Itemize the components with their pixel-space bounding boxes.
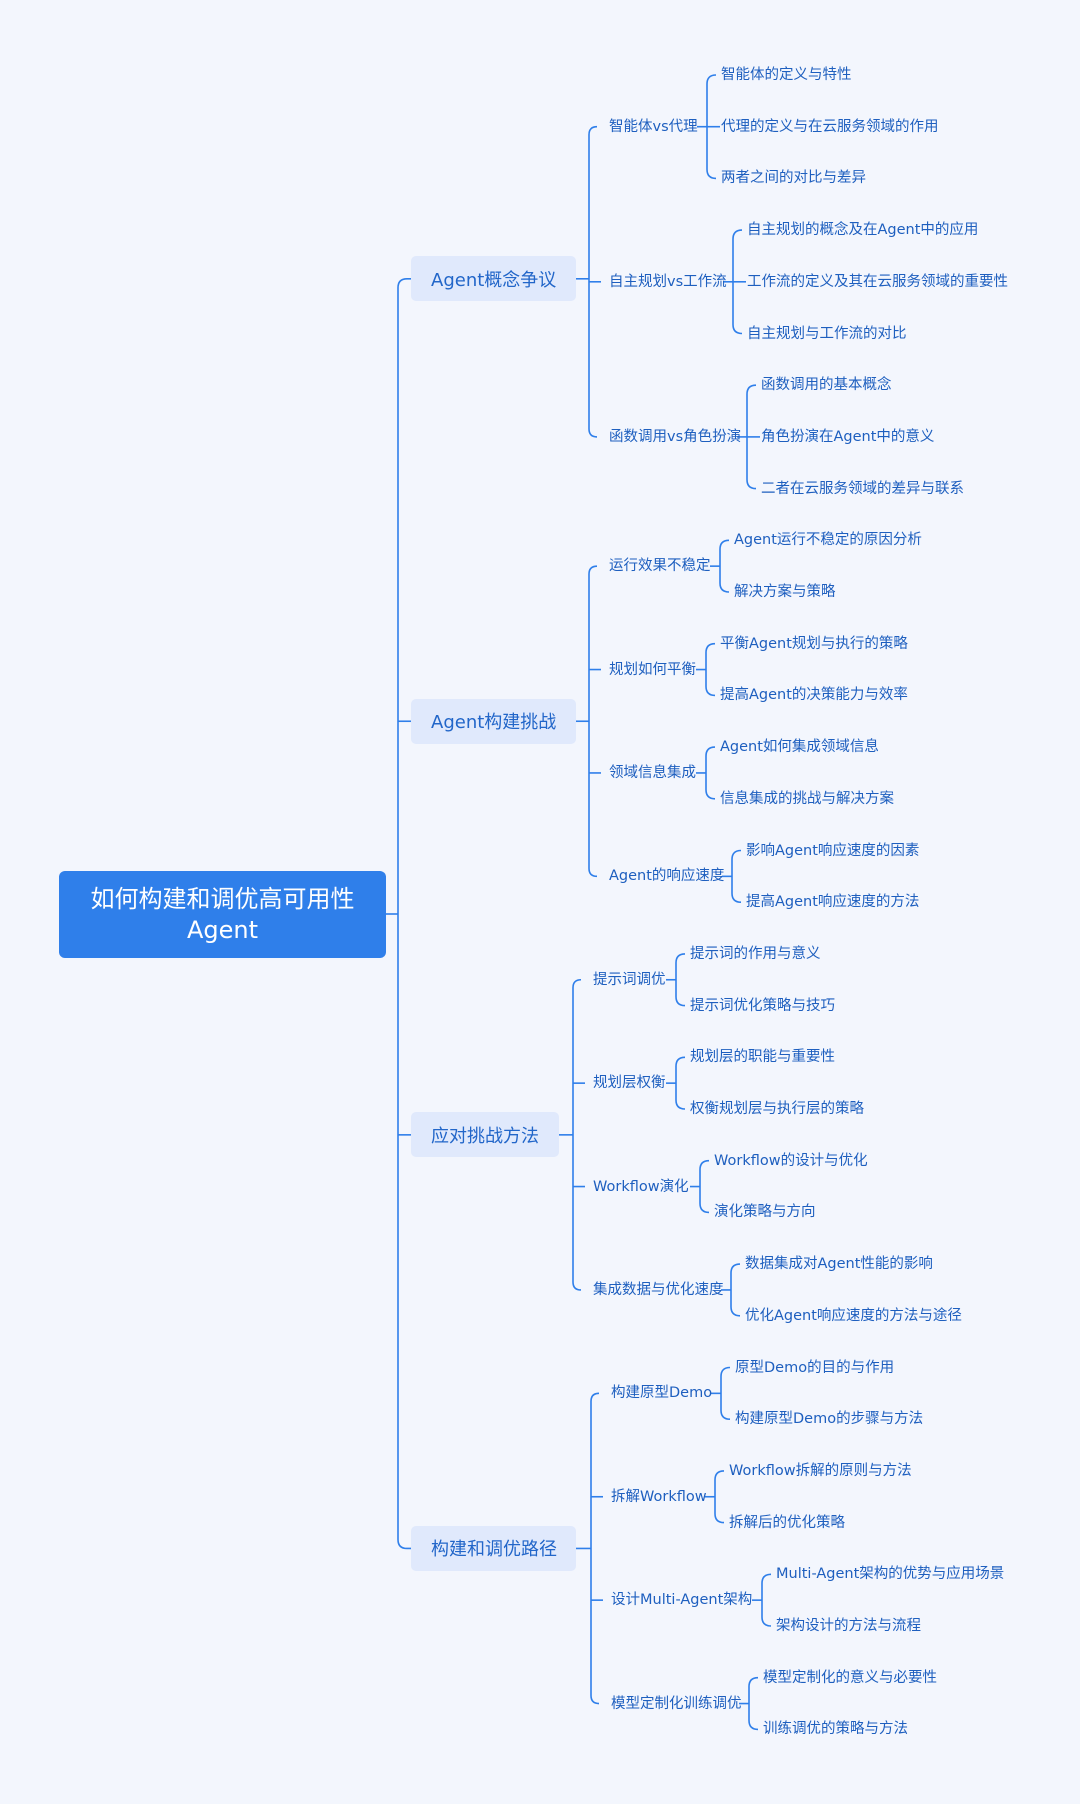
leaf-node[interactable]: Agent如何集成领域信息 bbox=[720, 739, 879, 756]
leaf-node[interactable]: 自主规划的概念及在Agent中的应用 bbox=[747, 222, 979, 239]
sub-topic-node[interactable]: 设计Multi-Agent架构 bbox=[611, 1592, 753, 1609]
sub-topic-node[interactable]: 构建原型Demo bbox=[611, 1385, 713, 1402]
leaf-node[interactable]: Multi-Agent架构的优势与应用场景 bbox=[776, 1566, 1005, 1583]
leaf-node[interactable]: 训练调优的策略与方法 bbox=[763, 1721, 908, 1738]
leaf-node[interactable]: 原型Demo的目的与作用 bbox=[735, 1359, 895, 1376]
branch-node[interactable]: 应对挑战方法 bbox=[411, 1112, 559, 1158]
leaf-node[interactable]: 自主规划与工作流的对比 bbox=[747, 325, 907, 342]
branch-node[interactable]: Agent概念争议 bbox=[411, 256, 576, 302]
sub-topic-node[interactable]: 函数调用vs角色扮演 bbox=[609, 428, 742, 445]
leaf-node[interactable]: 提示词的作用与意义 bbox=[690, 945, 821, 962]
leaf-node[interactable]: 影响Agent响应速度的因素 bbox=[746, 842, 920, 859]
sub-topic-node[interactable]: Agent的响应速度 bbox=[609, 868, 725, 885]
leaf-node[interactable]: Agent运行不稳定的原因分析 bbox=[734, 532, 922, 549]
branch-node[interactable]: 构建和调优路径 bbox=[411, 1525, 576, 1571]
sub-topic-node[interactable]: 集成数据与优化速度 bbox=[593, 1281, 724, 1298]
leaf-node[interactable]: 演化策略与方向 bbox=[714, 1204, 816, 1221]
leaf-node[interactable]: 智能体的定义与特性 bbox=[721, 67, 852, 83]
leaf-node[interactable]: 平衡Agent规划与执行的策略 bbox=[720, 635, 908, 652]
leaf-node[interactable]: 权衡规划层与执行层的策略 bbox=[690, 1101, 864, 1117]
leaf-node[interactable]: 信息集成的挑战与解决方案 bbox=[720, 790, 894, 807]
branch-node[interactable]: Agent构建挑战 bbox=[411, 698, 576, 744]
leaf-node[interactable]: 两者之间的对比与差异 bbox=[721, 170, 866, 187]
leaf-node[interactable]: 工作流的定义及其在云服务领域的重要性 bbox=[747, 273, 1008, 290]
leaf-node[interactable]: 架构设计的方法与流程 bbox=[776, 1618, 921, 1634]
leaf-node[interactable]: 优化Agent响应速度的方法与途径 bbox=[745, 1307, 962, 1324]
leaf-node[interactable]: 角色扮演在Agent中的意义 bbox=[761, 428, 935, 445]
sub-topic-node[interactable]: Workflow演化 bbox=[593, 1178, 689, 1195]
leaf-node[interactable]: 数据集成对Agent性能的影响 bbox=[745, 1256, 933, 1273]
leaf-node[interactable]: Workflow的设计与优化 bbox=[714, 1152, 868, 1169]
leaf-node[interactable]: 代理的定义与在云服务领域的作用 bbox=[721, 118, 939, 135]
root-node[interactable]: 如何构建和调优高可用性 Agent bbox=[59, 871, 386, 958]
sub-topic-node[interactable]: 智能体vs代理 bbox=[609, 118, 698, 135]
leaf-node[interactable]: 提高Agent响应速度的方法 bbox=[746, 894, 920, 911]
leaf-node[interactable]: 规划层的职能与重要性 bbox=[690, 1049, 835, 1066]
leaf-node[interactable]: 拆解后的优化策略 bbox=[729, 1514, 845, 1531]
sub-topic-node[interactable]: 规划层权衡 bbox=[593, 1075, 666, 1092]
sub-topic-node[interactable]: 提示词调优 bbox=[593, 971, 666, 988]
root-title-line2: Agent bbox=[186, 915, 259, 944]
sub-topic-node[interactable]: 规划如何平衡 bbox=[609, 661, 696, 678]
leaf-node[interactable]: 解决方案与策略 bbox=[734, 584, 836, 600]
root-title-line1: 如何构建和调优高可用性 bbox=[90, 884, 355, 913]
leaf-node[interactable]: 模型定制化的意义与必要性 bbox=[763, 1669, 937, 1686]
leaf-node[interactable]: 构建原型Demo的步骤与方法 bbox=[735, 1411, 924, 1428]
sub-topic-node[interactable]: 拆解Workflow bbox=[611, 1488, 707, 1505]
sub-topic-node[interactable]: 领域信息集成 bbox=[609, 764, 696, 781]
sub-topic-node[interactable]: 运行效果不稳定 bbox=[609, 558, 711, 575]
leaf-node[interactable]: 二者在云服务领域的差异与联系 bbox=[761, 480, 964, 497]
leaf-node[interactable]: 提高Agent的决策能力与效率 bbox=[720, 687, 908, 704]
sub-topic-node[interactable]: 模型定制化训练调优 bbox=[611, 1695, 742, 1712]
leaf-node[interactable]: 提示词优化策略与技巧 bbox=[690, 997, 835, 1014]
leaf-node[interactable]: 函数调用的基本概念 bbox=[761, 377, 892, 394]
leaf-node[interactable]: Workflow拆解的原则与方法 bbox=[729, 1462, 912, 1479]
sub-topic-node[interactable]: 自主规划vs工作流 bbox=[609, 273, 727, 290]
